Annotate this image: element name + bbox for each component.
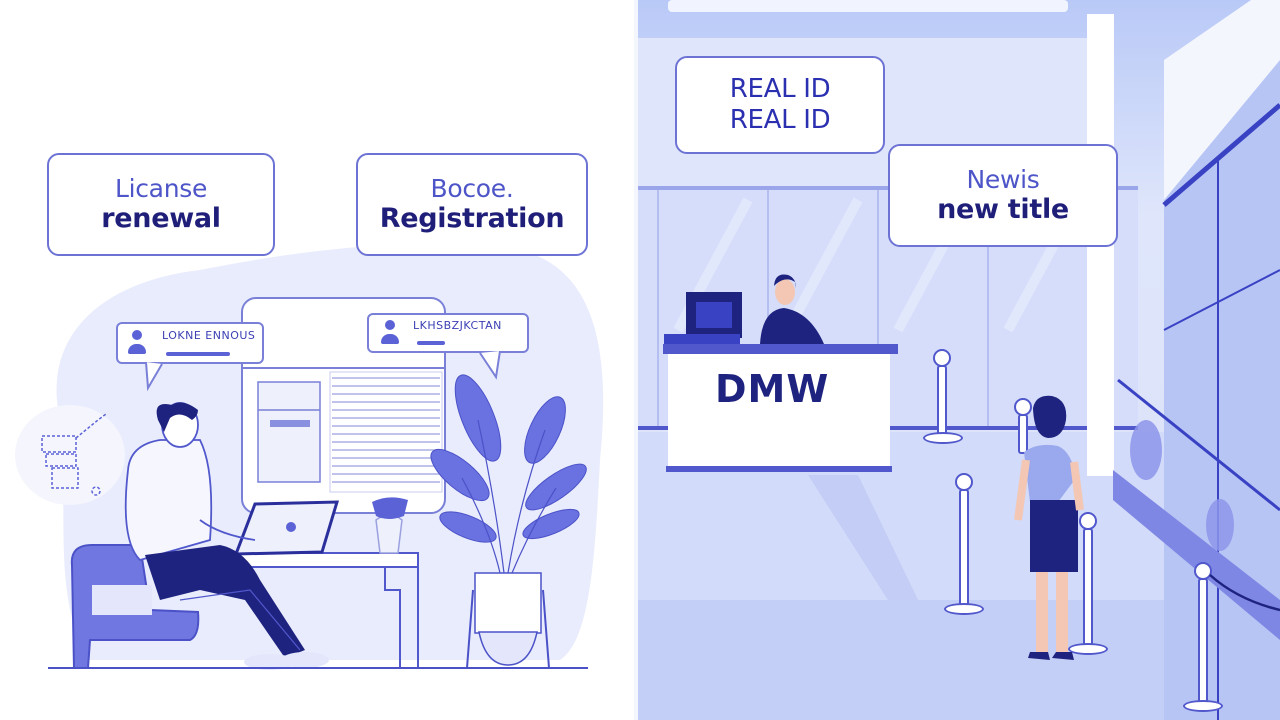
chip-bar (166, 352, 230, 356)
desk-sign: DMW (715, 367, 830, 411)
stanchion-base (1183, 700, 1223, 712)
chip-text: LOKNE ENNOUS (162, 329, 256, 342)
stanchion-pole (1018, 414, 1028, 454)
label-line1: Newis (966, 164, 1040, 194)
label-line2: Registration (379, 203, 565, 235)
woman-in-queue-illustration (1014, 395, 1084, 660)
stanchion-base (1068, 643, 1108, 655)
label-line1: Bocoe. (430, 173, 514, 203)
right-panel-dmv-office: DMW REAL ID REAL ID Newis new title (638, 0, 1280, 720)
stanchion-base (923, 432, 963, 444)
user-avatar-icon-body (381, 334, 399, 344)
chip-text: LKHSBZJKCTAN (413, 319, 502, 332)
label-license-renewal: Licanse renewal (47, 153, 275, 256)
chat-chip-2: LKHSBZJKCTAN (367, 313, 529, 353)
chat-chip-1: LOKNE ENNOUS (116, 322, 264, 364)
chip-1-tail (145, 362, 163, 392)
label-line2: new title (937, 194, 1069, 226)
label-registration: Bocoe. Registration (356, 153, 588, 256)
chip-bar (417, 341, 445, 345)
user-avatar-icon (132, 330, 142, 340)
doodle-sketch-icon (41, 413, 107, 496)
chip-2-tail (479, 351, 501, 380)
label-real-id: REAL ID REAL ID (675, 56, 885, 154)
label-new-title: Newis new title (888, 144, 1118, 247)
panel-divider (634, 0, 638, 720)
user-avatar-icon (385, 320, 395, 330)
user-avatar-icon-body (128, 344, 146, 354)
queue-rope (1209, 574, 1280, 612)
label-line2: renewal (101, 203, 221, 235)
label-line1: Licanse (114, 173, 208, 203)
label-line2: REAL ID (729, 105, 831, 135)
label-line1: REAL ID (729, 74, 831, 105)
home-office-illustration (48, 374, 588, 670)
stanchion-base (944, 603, 984, 615)
left-panel-online-scene: Licanse renewal Bocoe. Registration LOKN… (0, 0, 634, 720)
